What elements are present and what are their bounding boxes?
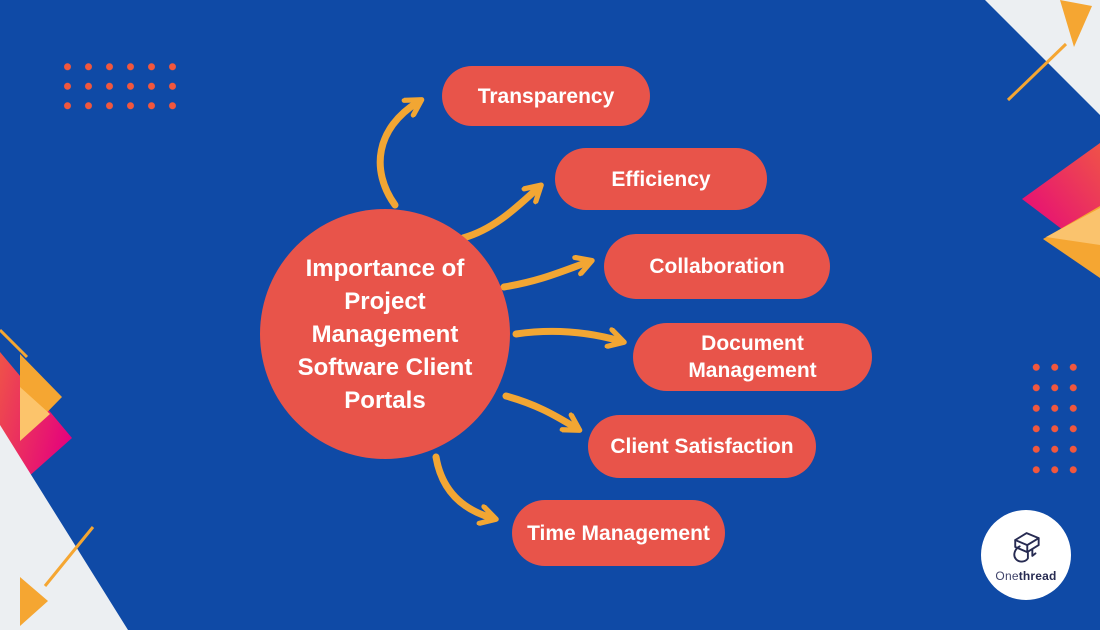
central-topic-label: Importance of Project Management Softwar…: [298, 252, 473, 417]
onethread-logo-badge: Onethread: [981, 510, 1071, 600]
top-right-orange-triangle-icon: [1060, 0, 1092, 47]
arrow-to-efficiency: [459, 188, 538, 242]
branch-label: Transparency: [477, 84, 615, 108]
dot-grid-top-left-icon: [57, 57, 183, 115]
central-topic-line: Software Client: [297, 353, 473, 381]
branch-label: Time Management: [527, 521, 710, 545]
left-accent-line-icon: [0, 328, 29, 359]
bottom-left-accent-line-icon: [43, 526, 95, 587]
central-topic-circle: Importance of Project Management Softwar…: [260, 209, 510, 459]
arrow-to-client-satisfaction: [502, 392, 576, 428]
branch-node-collaboration: Collaboration: [604, 234, 830, 299]
central-topic-line: Management: [311, 320, 459, 348]
right-light-orange-triangle-icon: [1046, 208, 1100, 245]
branch-label: Collaboration: [649, 255, 785, 278]
onethread-3d-box-icon: [1013, 532, 1040, 563]
dot-grid-right-icon: [1027, 357, 1083, 481]
central-topic-line: Portals: [344, 386, 426, 414]
logo-text-bold: thread: [1018, 569, 1057, 583]
branch-node-efficiency: Efficiency: [555, 148, 767, 210]
branch-node-document-management: Document Management: [633, 323, 872, 391]
central-topic-line: Project: [344, 287, 426, 315]
arrow-to-document-management: [512, 331, 620, 341]
arrow-to-collaboration: [500, 262, 588, 291]
top-right-accent-line-icon: [1006, 42, 1068, 102]
bottom-left-orange-triangle-icon: [20, 577, 48, 626]
logo-text-regular: One: [995, 569, 1019, 583]
branch-node-time-management: Time Management: [512, 500, 725, 566]
left-light-orange-triangle-icon: [20, 387, 50, 441]
branch-label: Client Satisfaction: [610, 435, 794, 458]
central-topic-line: Importance of: [305, 254, 465, 282]
branch-label: Efficiency: [611, 167, 711, 191]
branch-node-client-satisfaction: Client Satisfaction: [588, 415, 816, 478]
branch-label: Document Management: [688, 332, 817, 382]
bottom-left-gray-corner-icon: [0, 425, 128, 630]
arrow-to-time-management: [432, 453, 492, 518]
onethread-logo-text: Onethread: [995, 569, 1056, 583]
branch-node-transparency: Transparency: [442, 66, 650, 126]
arrow-to-transparency: [376, 102, 418, 209]
